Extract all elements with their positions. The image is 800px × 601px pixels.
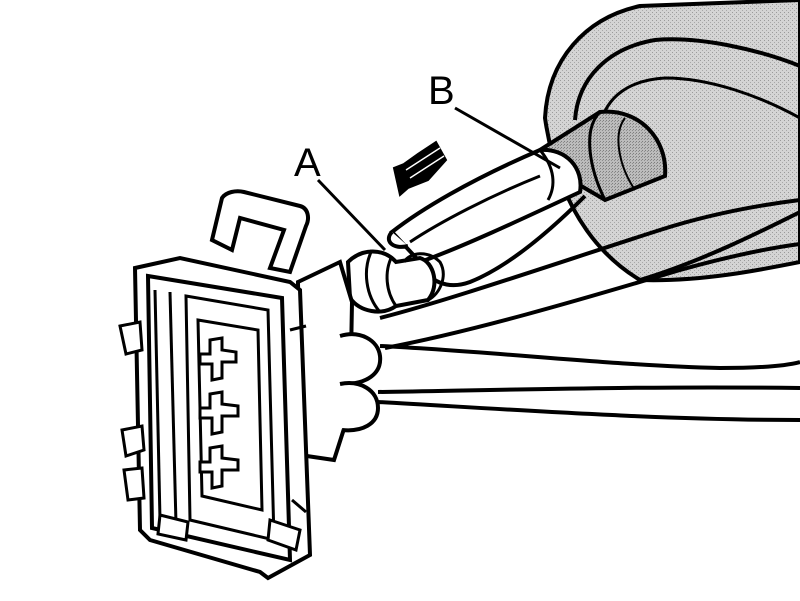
terminal-pin-1 bbox=[198, 336, 238, 382]
callout-label-a: A bbox=[294, 141, 321, 185]
callout-label-b: B bbox=[428, 69, 455, 113]
connector-housing bbox=[118, 189, 383, 581]
release-tool bbox=[386, 147, 587, 288]
terminal-pin-3 bbox=[198, 444, 240, 490]
wire-harness bbox=[377, 198, 800, 422]
arrow-down-left-icon bbox=[392, 140, 448, 197]
terminal-seal bbox=[345, 249, 445, 314]
terminal-pin-2 bbox=[198, 390, 240, 436]
leader-line-a bbox=[316, 178, 387, 252]
leader-line-b bbox=[454, 106, 561, 170]
